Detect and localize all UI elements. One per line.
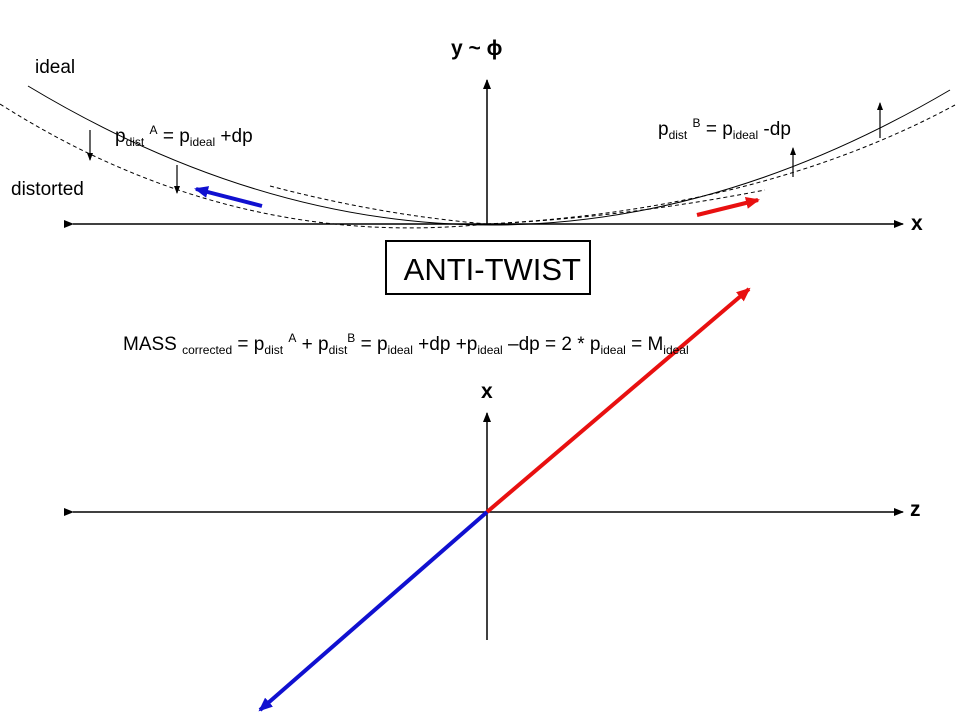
mass-corrected-formula: MASS corrected = pdist A + pdistB = pide… [123, 331, 689, 357]
bottom-vertical-axis-label: x [481, 380, 493, 403]
bottom-red-arrow [485, 287, 751, 514]
inner-dashed-curve-left [269, 185, 488, 225]
bottom-blue-arrow [258, 510, 489, 712]
left-pdist-formula: pdist A = pideal +dp [115, 123, 253, 149]
right-pdist-formula: pdist B = pideal -dp [658, 116, 791, 142]
top-x-axis-label: x [911, 212, 923, 235]
top-red-arrow [696, 197, 760, 217]
inner-dashed-curve-right [486, 189, 766, 225]
top-blue-arrow [194, 186, 263, 208]
distorted-curve-label: distorted [11, 179, 84, 200]
ideal-curve-label: ideal [35, 57, 76, 78]
top-y-axis-label: y ~ ϕ [451, 37, 503, 60]
anti-twist-label: ANTI-TWIST [403, 252, 581, 287]
ideal-curve [27, 85, 951, 226]
bottom-horizontal-axis-label: z [910, 498, 921, 521]
distorted-curve-left [0, 103, 488, 229]
distorted-curve-right [486, 104, 956, 225]
anti-twist-box: ANTI-TWIST [385, 240, 591, 295]
